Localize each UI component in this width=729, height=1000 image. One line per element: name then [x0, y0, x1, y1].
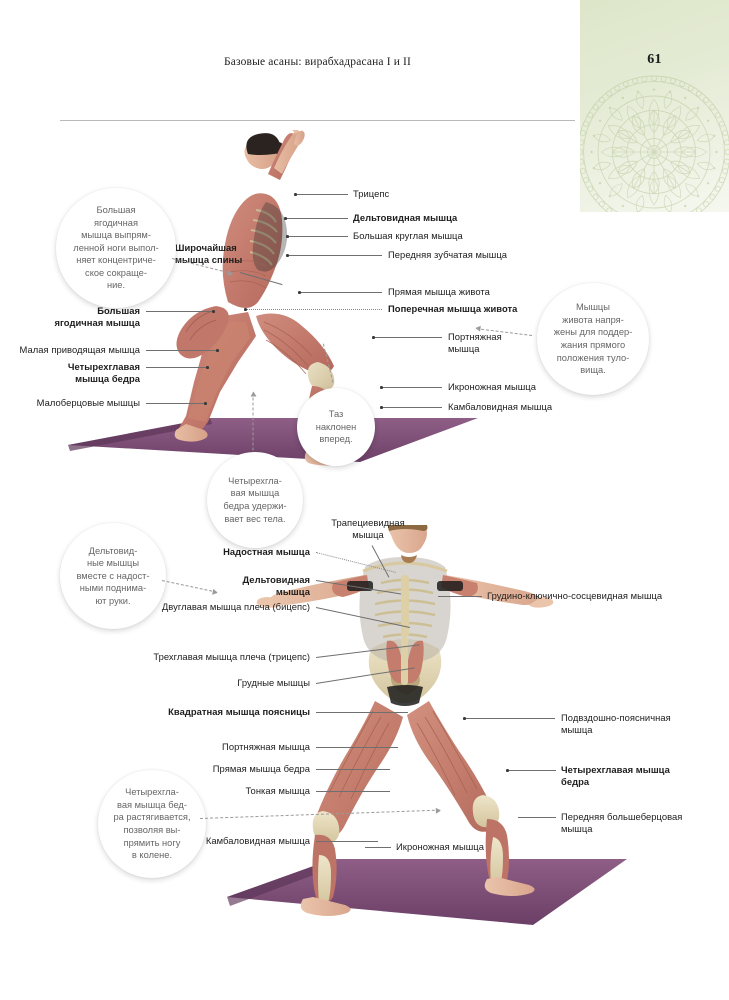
label-adductor-minimus: Малая приводящая мышца: [19, 344, 140, 355]
callout-quadriceps-weight: Четырехгла- вая мышца бедра удержи- вает…: [207, 452, 303, 548]
leader-sartorius-lower: [316, 747, 398, 748]
label-soleus: Камбаловидная мышца: [448, 401, 553, 412]
label-gastrocnemius-lower: Икроножная мышца: [396, 841, 484, 852]
leader-endpoint: [216, 349, 219, 352]
leader-endpoint: [206, 366, 209, 369]
label-sartorius: Портняжная мышца: [448, 331, 502, 355]
label-iliopsoas: Подвздошно-поясничная мышца: [561, 712, 671, 736]
label-gluteus-maximus: Большая ягодичная мышца: [54, 305, 140, 329]
label-teres-major: Большая круглая мышца: [353, 230, 463, 241]
label-latissimus-dorsi: Широчайшая мышца спины: [175, 242, 243, 266]
label-gastrocnemius: Икроножная мышца: [448, 381, 536, 392]
leader-endpoint: [463, 717, 466, 720]
label-supraspinatus: Надостная мышца: [223, 546, 310, 557]
label-trapezius: Трапециевидная мышца: [331, 517, 405, 541]
label-quadratus-lumborum: Квадратная мышца поясницы: [168, 706, 310, 717]
callout-gluteus-concentric: Большая ягодичная мышца выпрям- ленной н…: [56, 188, 176, 308]
leader-serratus-anterior: [288, 255, 382, 256]
label-rectus-femoris: Прямая мышца бедра: [212, 763, 310, 774]
leader-rectus-abdominis: [300, 292, 382, 293]
leader-quadriceps-femoris: [146, 367, 208, 368]
leader-teres-major: [288, 236, 348, 237]
leader-endpoint: [286, 235, 289, 238]
leader-endpoint: [506, 769, 509, 772]
leader-gluteus-maximus: [146, 311, 214, 312]
label-soleus-lower: Камбаловидная мышца: [205, 835, 310, 846]
callout-arrow-quadriceps: [252, 392, 254, 451]
callout-pelvis-tilt: Таз наклонен вперед.: [297, 388, 375, 466]
leader-gastrocnemius: [382, 387, 442, 388]
label-deltoid: Дельтовидная мышца: [353, 212, 458, 223]
leader-endpoint: [204, 402, 207, 405]
label-gracilis: Тонкая мышца: [245, 785, 310, 796]
label-triceps-brachii: Трехглавая мышца плеча (трицепс): [153, 651, 310, 662]
leader-rectus-femoris: [316, 769, 390, 770]
label-peroneal-muscles: Малоберцовые мышцы: [36, 397, 140, 408]
leader-soleus-lower: [316, 841, 378, 842]
callout-quadriceps-stretch: Четырехгла- вая мышца бед- ра растягивае…: [98, 770, 206, 878]
leader-endpoint: [380, 406, 383, 409]
leader-iliopsoas: [465, 718, 555, 719]
leader-endpoint: [284, 217, 287, 220]
leader-sartorius: [374, 337, 442, 338]
callout-abdominals-support: Мышцы живота напря- жены для поддер- жан…: [537, 283, 649, 395]
label-pectoral-muscles: Грудные мышцы: [237, 677, 310, 688]
label-serratus-anterior: Передняя зубчатая мышца: [388, 249, 508, 260]
leader-tibialis-anterior: [518, 817, 556, 818]
header-divider: [60, 120, 575, 121]
leader-sternocleidomastoid: [438, 596, 482, 597]
leader-soleus: [382, 407, 442, 408]
label-rectus-abdominis: Прямая мышца живота: [388, 286, 490, 297]
leader-gastrocnemius-lower: [365, 847, 391, 848]
label-transverse-abdominis: Поперечная мышца живота: [388, 303, 518, 314]
leader-transverse-abdominis: [246, 309, 382, 310]
leader-endpoint: [212, 310, 215, 313]
mandala-ornament-icon: [580, 75, 729, 212]
page-corner-decoration: [580, 0, 729, 212]
leader-endpoint: [244, 308, 247, 311]
label-tibialis-anterior: Передняя большеберцовая мышца: [561, 811, 683, 835]
label-sternocleidomastoid: Грудино-ключично-сосцевидная мышца: [487, 590, 663, 601]
label-sartorius-lower: Портняжная мышца: [222, 741, 310, 752]
label-biceps-brachii: Двуглавая мышца плеча (бицепс): [161, 601, 310, 612]
leader-triceps: [296, 194, 348, 195]
label-quadriceps-femoris: Четырехглавая мышца бедра: [67, 361, 140, 385]
leader-endpoint: [294, 193, 297, 196]
leader-peroneal-muscles: [146, 403, 206, 404]
page-number: 61: [647, 52, 662, 67]
leader-quadriceps-lower: [508, 770, 556, 771]
label-quadriceps-lower: Четырехглавая мышца бедра: [561, 764, 670, 788]
label-deltoid-lower: Дельтовидная мышца: [242, 574, 310, 598]
leader-quadratus-lumborum: [316, 712, 408, 713]
leader-endpoint: [298, 291, 301, 294]
running-title: Базовые асаны: вирабхадрасана I и II: [223, 56, 411, 68]
callout-deltoid-raises-arms: Дельтовид- ные мышцы вместе с надост- ны…: [60, 523, 166, 629]
leader-gracilis: [316, 791, 390, 792]
leader-deltoid: [286, 218, 348, 219]
leader-endpoint: [380, 386, 383, 389]
leader-endpoint: [286, 254, 289, 257]
label-triceps: Трицепс: [353, 188, 390, 199]
leader-adductor-minimus: [146, 350, 218, 351]
leader-endpoint: [372, 336, 375, 339]
